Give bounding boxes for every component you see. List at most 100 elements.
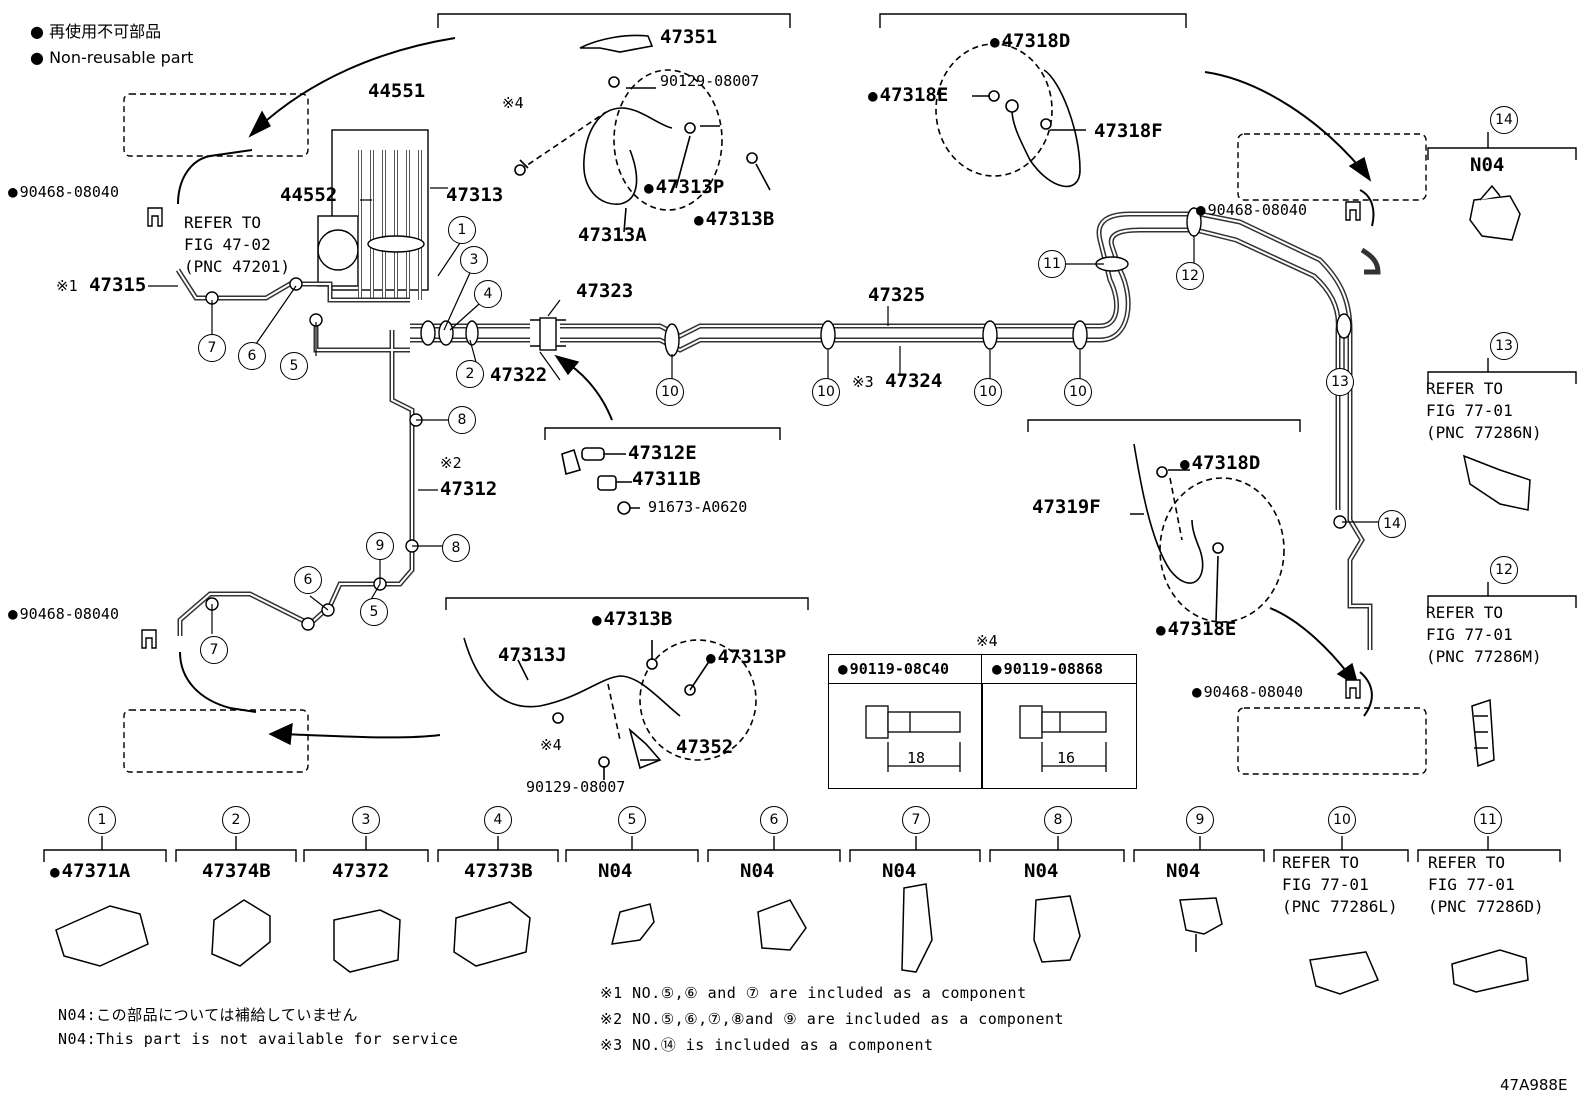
part-47312E: 47312E (628, 442, 697, 464)
part-47322: 47322 (490, 364, 548, 386)
fig-ref-47-02: REFER TO FIG 47-02 (PNC 47201) (184, 213, 290, 276)
bracket-12 (1427, 595, 1577, 608)
part-47318E-b: 47318E (1156, 620, 1237, 639)
bottom-part-label-3: 47372 (332, 860, 390, 882)
bracket-top-left (437, 13, 791, 28)
part-47324: ※3 47324 (852, 370, 943, 392)
ref-clip-13: REFER TO FIG 77-01 (PNC 77286N) (1426, 379, 1542, 442)
bottom-part-label-6: N04 (740, 860, 775, 882)
part-47312: 47312 (440, 478, 498, 500)
part-47351: 47351 (660, 26, 718, 48)
part-47323: 47323 (576, 280, 634, 302)
bolt-table-drawings (865, 705, 1107, 772)
callout-11: 11 (1038, 250, 1066, 278)
part-47313P-b: 47313P (706, 648, 787, 667)
note-n04-en: N04:This part is not available for servi… (58, 1030, 459, 1048)
dashed-box-tr (1237, 133, 1427, 201)
part-47313B-b: 47313B (592, 610, 673, 629)
bolt-table: 90119-08C40 90119-08868 18 16 (828, 654, 1137, 789)
part-90129-b: 90129-08007 (526, 778, 626, 796)
callout-3: 3 (460, 246, 488, 274)
callout-leaders (148, 187, 1380, 634)
callout-12: 12 (1176, 262, 1204, 290)
bottom-part-label-10: REFER TO FIG 77-01 (PNC 77286L) (1282, 853, 1398, 916)
flex-hose-tl (177, 149, 253, 205)
dashed-box-tl (123, 93, 309, 157)
bottom-callout-6: 6 (760, 806, 788, 834)
abs-actuator-block (317, 129, 429, 300)
callout-4: 4 (474, 280, 502, 308)
bottom-callout-11: 11 (1474, 806, 1502, 834)
part-90468-c: 90468-08040 (1196, 202, 1307, 218)
mark-4-b: ※4 (540, 736, 562, 754)
clip-14-label: N04 (1470, 154, 1505, 176)
dashed-box-bl (123, 709, 309, 773)
bracket-right-mid (1027, 419, 1301, 432)
strap-47313J (463, 637, 757, 780)
note-n04-ja: N04:この部品については補給していません (58, 1006, 358, 1024)
bracket-13 (1427, 371, 1577, 384)
callout-6-top: 6 (238, 342, 266, 370)
callout-8-bottom: 8 (442, 534, 470, 562)
callout-7-top: 7 (198, 334, 226, 362)
mark-47312: ※2 (440, 454, 462, 472)
bolt-col1-header: 90119-08C40 (829, 655, 982, 684)
note-1: ※1 NO.⑤,⑥ and ⑦ are included as a compon… (600, 984, 1027, 1002)
bottom-part-label-2: 47374B (202, 860, 271, 882)
bottom-callout-2: 2 (222, 806, 250, 834)
bottom-parts-drawings (55, 883, 1529, 995)
bottom-callout-3: 3 (352, 806, 380, 834)
callout-1: 1 (448, 216, 476, 244)
note-2: ※2 NO.⑤,⑥,⑦,⑧and ⑨ are included as a com… (600, 1010, 1065, 1028)
bottom-callout-10: 10 (1328, 806, 1356, 834)
strap-47313A (514, 34, 771, 233)
bracket-14 (1427, 147, 1577, 160)
bottom-part-label-7: N04 (882, 860, 917, 882)
callout-14: 14 (1378, 510, 1406, 538)
bottom-part-label-5: N04 (598, 860, 633, 882)
bracket-top-right (879, 13, 1187, 28)
main-pipes (410, 211, 1381, 650)
callout-10-c: 10 (974, 378, 1002, 406)
main-pipes-inner (410, 213, 1371, 650)
part-44552: 44552 (280, 184, 338, 206)
mark-4-a: ※4 (502, 94, 524, 112)
bracket-mid-clip (544, 427, 781, 440)
part-90129-a: 90129-08007 (660, 72, 760, 90)
part-47318E-a: 47318E (868, 86, 949, 105)
bottom-callout-8: 8 (1044, 806, 1072, 834)
part-44551: 44551 (368, 80, 426, 102)
part-90468-b: 90468-08040 (8, 606, 119, 622)
legend-non-reusable-en: ● Non-reusable part (30, 48, 194, 67)
bolt-col1-length: 18 (907, 749, 926, 767)
callout-10-d: 10 (1064, 378, 1092, 406)
clip-47312E-group (561, 447, 640, 515)
part-47318D-b: 47318D (1180, 454, 1261, 473)
callout-10-b: 10 (812, 378, 840, 406)
part-91673: 91673-A0620 (648, 498, 748, 516)
union-fitting (530, 317, 566, 351)
arrow-bottom-left (279, 733, 441, 739)
part-47313B-a: 47313B (694, 210, 775, 229)
callout-8-top: 8 (448, 406, 476, 434)
flex-hose-bl (179, 651, 257, 713)
arrow-bottom-right (1269, 607, 1351, 677)
callout-10-a: 10 (656, 378, 684, 406)
dashed-box-br (1237, 707, 1427, 775)
bottom-brackets (43, 132, 1561, 862)
part-47313A: 47313A (578, 224, 647, 246)
ref-clip-12: REFER TO FIG 77-01 (PNC 77286M) (1426, 603, 1542, 666)
callout-2: 2 (456, 360, 484, 388)
callout-7-bottom: 7 (200, 636, 228, 664)
callout-5-top: 5 (280, 352, 308, 380)
pipe-clip-ovals (205, 207, 1352, 631)
bottom-part-label-1: 47371A (50, 862, 131, 881)
bottom-part-label-11: REFER TO FIG 77-01 (PNC 77286D) (1428, 853, 1544, 916)
bottom-callout-1: 1 (88, 806, 116, 834)
arrow-top-left (257, 37, 456, 129)
part-47325: 47325 (868, 284, 926, 306)
strap-47319F (1130, 443, 1285, 623)
bottom-callout-7: 7 (902, 806, 930, 834)
clip-90468-glyphs (141, 201, 1361, 699)
